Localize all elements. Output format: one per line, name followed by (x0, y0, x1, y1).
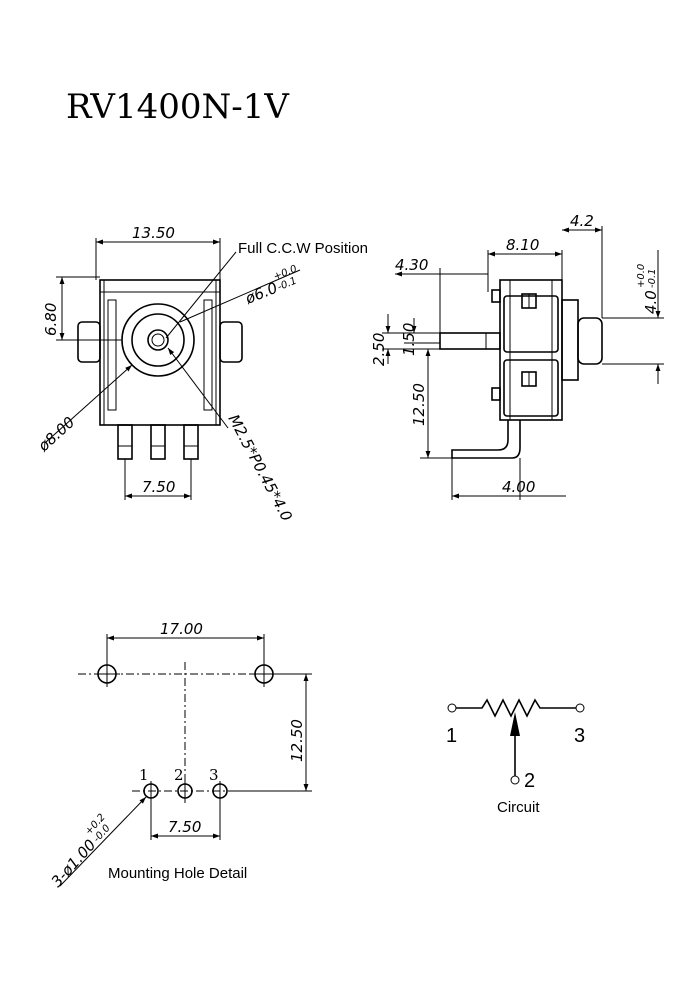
dim-body-dia: ø8.00 (34, 413, 78, 456)
dim-side-right-tol-lower: -0.1 (647, 268, 658, 288)
circuit-caption: Circuit (497, 799, 540, 816)
dim-side-top-right: 4.2 (570, 212, 594, 230)
mount-pin-1: 1 (139, 766, 149, 784)
dim-side-height: 12.50 (410, 383, 428, 426)
dim-mount-pitch: 7.50 (168, 818, 201, 836)
thread-leader (167, 347, 229, 429)
dim-side-right: 4.0 (642, 290, 660, 314)
dim-side-shaft: 4.30 (395, 256, 428, 274)
side-shaft (439, 332, 501, 350)
mount-caption: Mounting Hole Detail (108, 865, 247, 882)
mount-pin-3: 3 (209, 766, 219, 784)
circuit-symbol: 1 3 2 Circuit (446, 698, 585, 816)
dim-shaft-dia: ø6.0 (242, 279, 280, 308)
side-view: 8.10 4.2 4.30 4.0 +0.0 -0.1 2.50 1.50 12… (370, 212, 664, 500)
side-boss (561, 299, 579, 381)
circuit-pin-1: 1 (446, 725, 457, 747)
front-pin-1 (117, 424, 133, 460)
wiper-arrow (510, 712, 520, 736)
dim-thread: M2.5*P0.45*4.0 (224, 411, 295, 524)
drawing-title: RV1400N-1V (66, 87, 290, 127)
body-dia-leader (45, 364, 133, 443)
hole-spec-leader (59, 796, 147, 887)
dim-side-b: 1.50 (400, 323, 418, 356)
dim-mount-width: 17.00 (160, 620, 203, 638)
dim-side-top: 8.10 (506, 236, 539, 254)
front-body (99, 279, 221, 426)
front-view: 13.50 6.80 Full C.C.W Position ø6.0 +0.0… (34, 224, 368, 524)
circuit-terminal-2 (510, 775, 520, 785)
circuit-pin-3: 3 (574, 725, 585, 747)
dim-front-height: 6.80 (42, 303, 60, 336)
side-body (499, 279, 563, 421)
dim-side-a: 2.50 (370, 333, 388, 366)
resistor-zigzag (456, 698, 576, 718)
dim-side-bottom: 4.00 (502, 478, 535, 496)
mounting-hole-detail: 1 2 3 17.00 12.50 7.50 3-ø1.00 +0.2 -0.0… (48, 620, 312, 891)
front-pin-3 (183, 424, 199, 460)
front-left-tab (77, 321, 101, 363)
front-thread-hole (147, 329, 169, 351)
dim-mount-height: 12.50 (288, 719, 306, 762)
circuit-terminal-3 (575, 703, 585, 713)
dim-front-width: 13.50 (132, 224, 175, 242)
circuit-terminal-1 (447, 703, 457, 713)
front-right-tab (219, 321, 243, 363)
dim-side-right-tol-upper: +0.0 (636, 264, 647, 288)
mount-pin-2: 2 (174, 766, 184, 784)
front-pin-2 (150, 424, 166, 460)
side-bracket (451, 420, 521, 459)
side-knob (577, 317, 603, 365)
circuit-pin-2: 2 (524, 770, 535, 792)
ccw-label: Full C.C.W Position (238, 240, 368, 257)
ccw-leader (165, 251, 237, 339)
dim-pin-pitch: 7.50 (142, 478, 175, 496)
front-shaft-circle (131, 313, 185, 367)
hole-spec: 3-ø1.00 (48, 836, 100, 891)
